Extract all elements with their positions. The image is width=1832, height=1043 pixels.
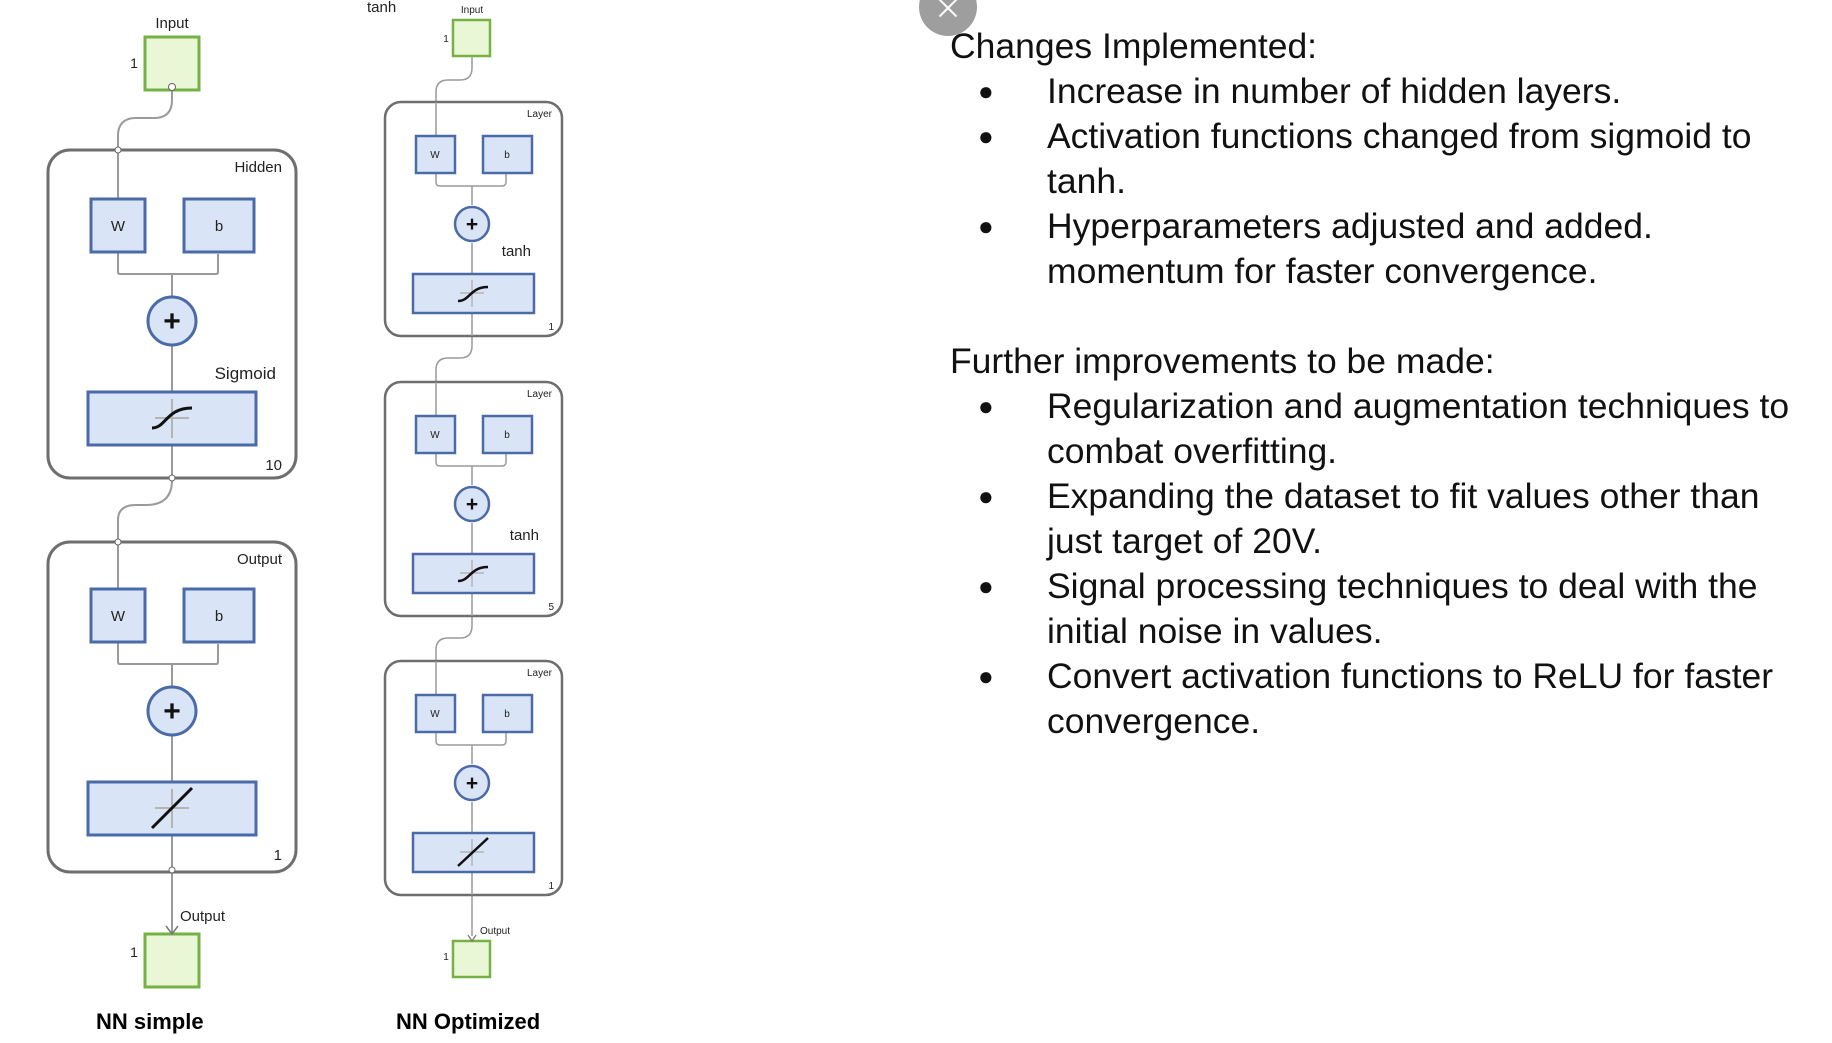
layer-size: 1 [548, 881, 554, 892]
wire [435, 336, 473, 382]
bias-block [182, 587, 256, 644]
output-label: Output [180, 908, 226, 925]
port [168, 474, 176, 482]
weight-label: W [430, 150, 440, 161]
tanh-curve-icon [457, 285, 489, 303]
wire [435, 56, 473, 102]
activation-label: Sigmoid [215, 364, 276, 383]
list-item: Activation functions changed from sigmoi… [950, 114, 1790, 204]
list-item: Regularization and augmentation techniqu… [950, 384, 1790, 474]
weight-label: W [111, 608, 126, 625]
output-size: 1 [130, 944, 138, 960]
linear-line-icon [457, 837, 489, 867]
nn-optimized-diagram: tanh Input 1 Layer W b + tanh 1 [367, 0, 564, 979]
bias-label: b [504, 150, 510, 161]
layer-title: Layer [527, 389, 553, 400]
output-size: 1 [443, 952, 449, 963]
changes-list: Increase in number of hidden layers. Act… [950, 69, 1790, 294]
list-item: Increase in number of hidden layers. [950, 69, 1790, 114]
plus-icon: + [466, 213, 478, 236]
weight-block [414, 414, 457, 455]
wire [117, 150, 219, 275]
weight-label: W [430, 709, 440, 720]
layer-frame [383, 380, 564, 618]
output-layer-title: Output [237, 551, 283, 568]
notes-panel: Changes Implemented: Increase in number … [950, 24, 1790, 744]
bias-label: b [215, 608, 223, 625]
input-size: 1 [443, 34, 449, 45]
optimized-layer-1: Layer W b + tanh 1 [383, 100, 564, 338]
bias-label: b [215, 218, 223, 235]
improvements-list: Regularization and augmentation techniqu… [950, 384, 1790, 744]
sigmoid-curve-icon [151, 406, 193, 430]
activation-label: tanh [510, 527, 539, 544]
bias-block [481, 134, 534, 175]
input-label: Input [155, 15, 189, 32]
sum-node [146, 295, 198, 347]
sum-node [146, 685, 198, 737]
output-node [451, 939, 492, 979]
layer-title: Layer [527, 668, 553, 679]
linear-line-icon [150, 786, 194, 830]
weight-block [414, 693, 457, 734]
caption-nn-simple: NN simple [96, 1009, 204, 1034]
weight-block [89, 197, 147, 254]
layer-title: Layer [527, 109, 553, 120]
output-node [143, 932, 201, 989]
weight-block [414, 134, 457, 175]
changes-heading: Changes Implemented: [950, 26, 1318, 66]
input-node [451, 18, 492, 58]
weight-label: W [111, 218, 126, 235]
bias-block [182, 197, 256, 254]
bias-label: b [504, 430, 510, 441]
input-label: Input [461, 5, 483, 16]
plus-icon: + [163, 695, 181, 728]
bias-block [481, 414, 534, 455]
tanh-curve-icon [457, 565, 489, 583]
port [114, 538, 122, 546]
wire [435, 616, 473, 660]
port [168, 83, 176, 91]
optimized-top-label: tanh [367, 0, 396, 16]
list-item: Convert activation functions to ReLU for… [950, 654, 1790, 744]
plus-icon: + [163, 305, 181, 338]
arrow-head-icon [165, 925, 179, 936]
network-diagrams: Input 1 Hidden W b + Sigmoid 10 Output W… [46, 0, 564, 989]
optimized-layer-2: Layer W b + tanh 5 [383, 380, 564, 618]
port [114, 146, 122, 154]
layer-size: 1 [548, 322, 554, 333]
weight-label: W [430, 430, 440, 441]
layer-frame [383, 100, 564, 338]
port [168, 866, 176, 874]
optimized-layer-3: Layer W b + 1 [383, 659, 564, 897]
layer-size: 5 [548, 602, 554, 613]
improvements-heading: Further improvements to be made: [950, 341, 1495, 381]
list-item: Expanding the dataset to fit values othe… [950, 474, 1790, 564]
wire [117, 87, 173, 150]
sum-node [453, 485, 491, 523]
nn-simple-diagram: Input 1 Hidden W b + Sigmoid 10 Output W… [46, 15, 298, 989]
activation-label: tanh [502, 243, 531, 260]
bias-label: b [504, 709, 510, 720]
sum-node [453, 205, 491, 243]
bias-block [481, 693, 534, 734]
wire [117, 544, 219, 665]
output-layer-size: 1 [274, 847, 282, 864]
hidden-layer-size: 10 [265, 457, 282, 474]
caption-nn-optimized: NN Optimized [396, 1009, 541, 1034]
axis-icon [155, 399, 189, 438]
arrow-head-icon [467, 934, 477, 943]
input-node [143, 35, 201, 92]
list-item: Signal processing techniques to deal wit… [950, 564, 1790, 654]
sum-node [453, 764, 491, 802]
weight-block [89, 587, 147, 644]
plus-icon: + [466, 493, 478, 516]
list-item: Hyperparameters adjusted and added. mome… [950, 204, 1790, 294]
hidden-layer-title: Hidden [234, 159, 282, 176]
layer-frame [383, 659, 564, 897]
input-size: 1 [130, 55, 138, 71]
output-label: Output [480, 926, 510, 937]
plus-icon: + [466, 772, 478, 795]
